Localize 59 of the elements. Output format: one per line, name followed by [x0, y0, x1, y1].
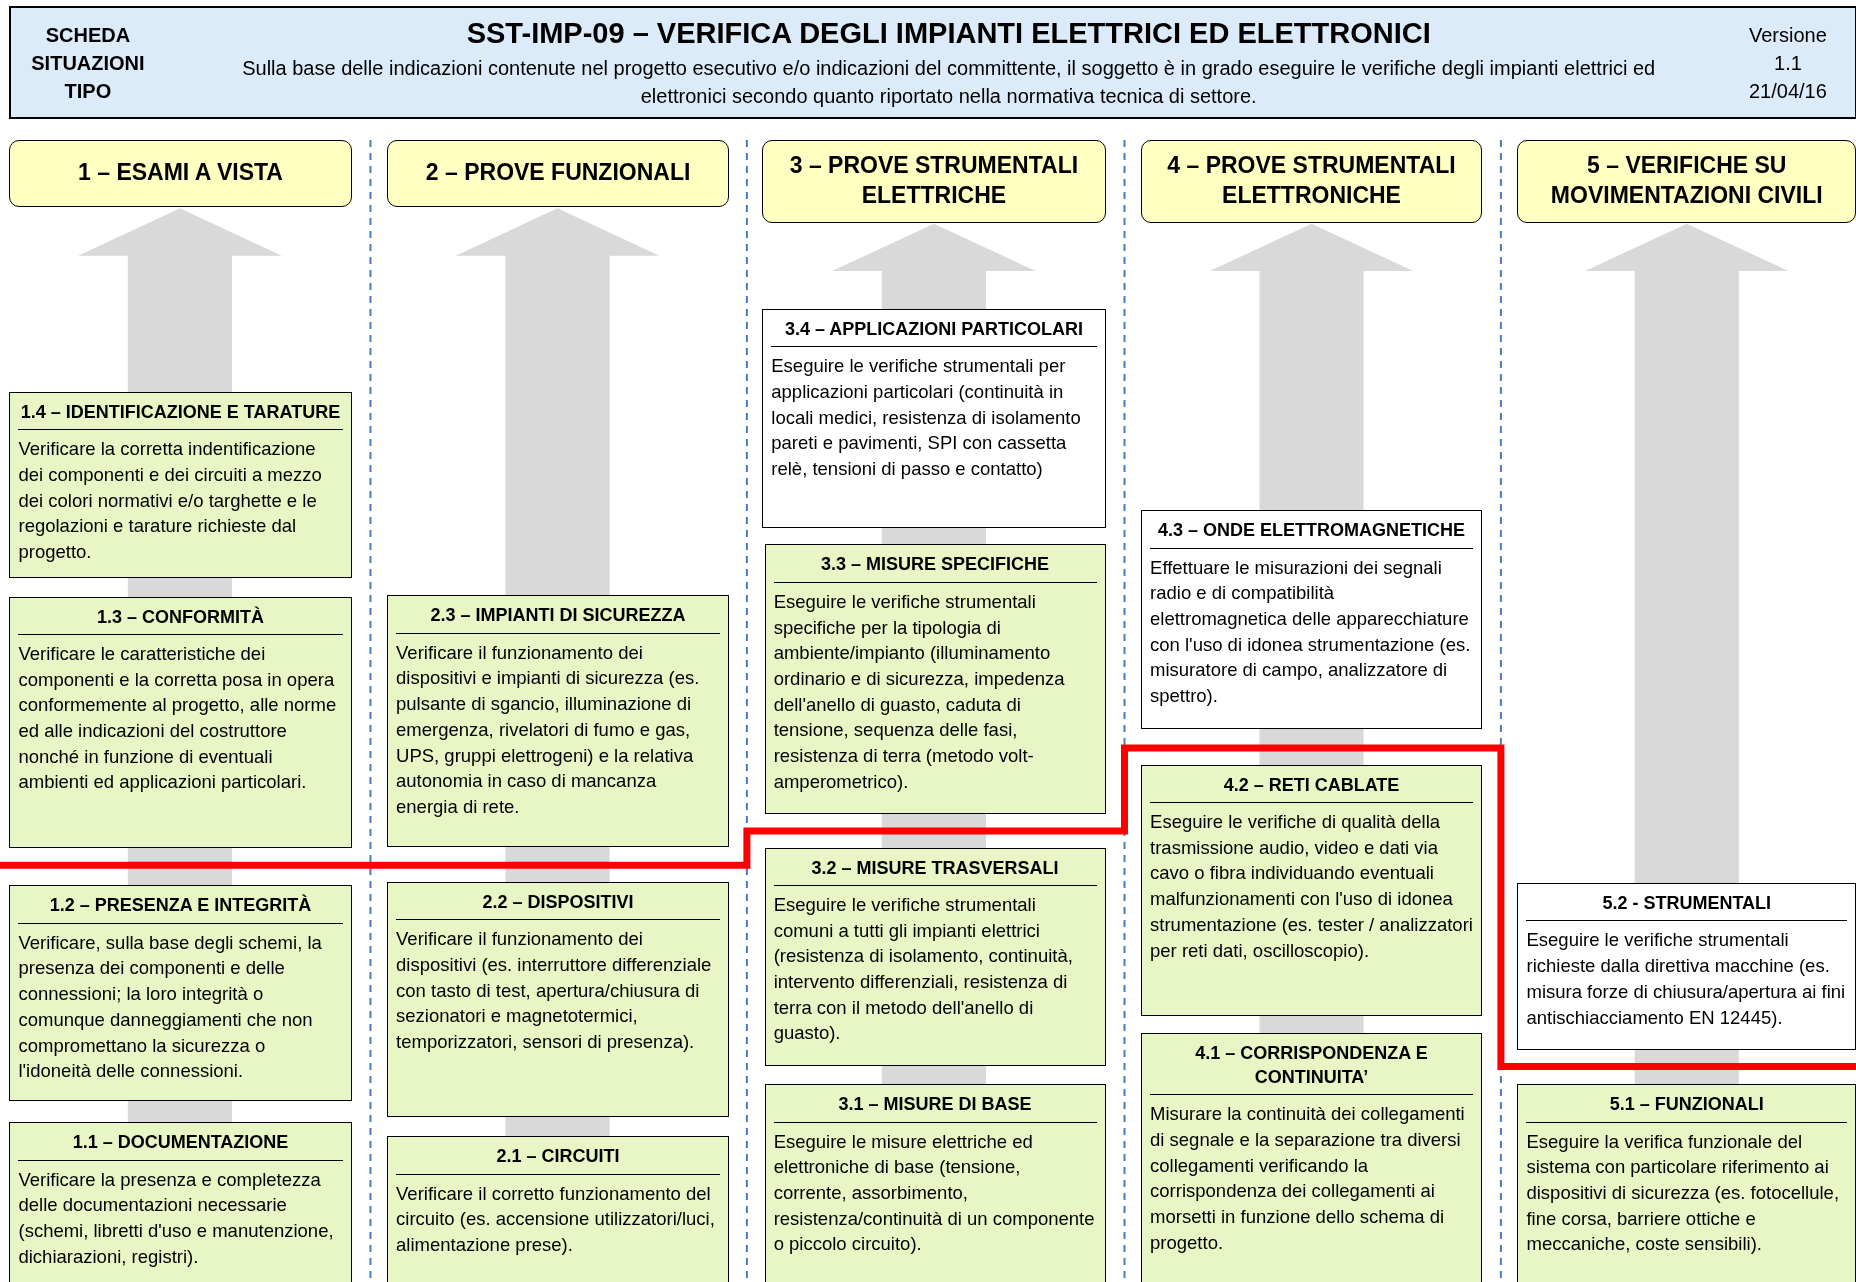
card-heading: 3.4 – APPLICAZIONI PARTICOLARI — [771, 315, 1097, 348]
card-text: Eseguire la verifica funzionale del sistema con particolare riferimento ai dispositivi di sicurezza (es. fotocellule, fine corsa, barriere ottiche e meccaniche, coste sensibili). — [1526, 1129, 1841, 1257]
phase-header: 1 – ESAMI A VISTA — [9, 139, 352, 208]
card-heading: 1.4 – IDENTIFICAZIONE E TARATURE — [18, 398, 343, 431]
node-box — [764, 847, 1106, 1067]
node-box — [387, 881, 730, 1118]
card-text: Eseguire le misure elettriche ed elettroniche di base (tensione, corrente, assorbimento, resistenza/continuità di un componente o piccolo circuito). — [773, 1129, 1096, 1257]
node-box — [9, 391, 352, 578]
description-text: Sulla base delle indicazioni contenute nel progetto esecutivo e/o indicazioni del committente, il soggetto è in grado eseguire le verifiche degli impianti elettrici ed elettronici secondo quanto riportato nella normativa tecnica di settore. — [241, 55, 1657, 109]
sheet-type-label: SCHEDA SITUAZIONI TIPO — [30, 22, 146, 104]
card-text: Verificare la corretta indentificazione dei componenti e dei circuiti a mezzo dei colori normativi e/o targhette e le regolazioni e tarature richieste dal progetto. — [18, 437, 323, 564]
card-text: Verificare il funzionamento dei dispositivi e impianti di sicurezza (es. pulsante di sgancio, illuminazione di emergenza, rivelatori di fumo e gas, UPS, gruppi elettrogeni) e la relativa autonomia in caso di mancanza energia di rete. — [396, 640, 701, 819]
card-heading: 3.1 – MISURE DI BASE — [773, 1091, 1097, 1123]
card-text: Misurare la continuità dei collegamenti di segnale e la separazione tra diversi collegamenti verificando la corrispondenza dei collegamenti ai morsetti in funzione dello schema di progetto. — [1150, 1102, 1466, 1255]
title: SST-IMP-09 – VERIFICA DEGLI IMPIANTI ELETTRICI ED ELETTRONICI — [466, 16, 1431, 50]
card-heading: 4.3 – ONDE ELETTROMAGNETICHE — [1150, 517, 1473, 549]
card-text: Verificare la presenza e completezza delle documentazioni necessarie (schemi, libretti d'uso e manutenzione, dichiarazioni, registri). — [18, 1167, 335, 1269]
card-text: Verificare, sulla base degli schemi, la presenza dei componenti e delle connessioni; la loro integrità o comunque danneggiamenti che non compromettano la sicurezza o l'idoneità delle connessioni. — [18, 930, 323, 1084]
node-box — [1141, 1033, 1482, 1282]
node-box — [9, 1122, 352, 1282]
card-heading: 3.2 – MISURE TRASVERSALI — [773, 854, 1097, 886]
node-box — [1141, 510, 1482, 730]
card-heading: 3.3 – MISURE SPECIFICHE — [773, 551, 1097, 583]
card-text: Verificare le caratteristiche dei componenti e la corretta posa in opera conformemente al progetto, alle norme ed alle indicazioni del costruttore nonché in funzione di eventuali ambienti ed applicazioni particolari. — [18, 641, 338, 795]
phase-header: 2 – PROVE FUNZIONALI — [387, 139, 730, 208]
node-box — [387, 1136, 730, 1282]
card-heading: 2.1 – CIRCUITI — [396, 1143, 721, 1175]
node-box — [9, 885, 352, 1101]
card-heading: 4.1 – CORRISPONDENZA E CONTINUITA’ — [1150, 1040, 1473, 1096]
version-number: 1.1 — [1774, 50, 1802, 76]
card-text: Eseguire le verifiche di qualità della trasmissione audio, video e dati via cavo o fibra individuando eventuali malfunzionamenti con l'uso di idonea strumentazione (es. tester / analizzatori per reti dati, oscilloscopio). — [1150, 810, 1473, 963]
node-box — [1517, 1084, 1856, 1282]
card-text: Eseguire le verifiche strumentali per applicazioni particolari (continuità in locali medici, resistenza di isolamento pareti e pavimenti, SPI con cassetta relè, tensioni di passo e contatto) — [771, 354, 1082, 482]
node-box — [387, 595, 730, 848]
card-text: Verificare il funzionamento dei dispositivi (es. interruttore differenziale con tasto di test, apertura/chiusura di sezionatori e magnetotermici, temporizzatori, sensori di presenza). — [396, 927, 713, 1055]
card-heading: 4.2 – RETI CABLATE — [1150, 771, 1473, 804]
card-heading: 5.2 - STRUMENTALI — [1526, 890, 1847, 922]
date-label: 21/04/16 — [1749, 78, 1827, 104]
card-heading: 1.2 – PRESENZA E INTEGRITÀ — [18, 892, 343, 924]
card-heading: 1.3 – CONFORMITÀ — [18, 603, 343, 635]
card-text: Verificare il corretto funzionamento del circuito (es. accensione utilizzatori/luci, alimentazione prese). — [396, 1181, 716, 1258]
node-box — [764, 1084, 1106, 1282]
card-text: Effettuare le misurazioni dei segnali radio e di compatibilità elettromagnetica delle apparecchiature con l'uso di idonea strumentazione (es. misuratore di campo, analizzatore di spettro). — [1150, 555, 1472, 709]
phase-header: 5 – VERIFICHE SU MOVIMENTAZIONI CIVILI — [1517, 139, 1856, 223]
node-box — [1517, 883, 1856, 1050]
phase-header: 4 – PROVE STRUMENTALI ELETTRONICHE — [1141, 139, 1482, 223]
card-text: Eseguire le verifiche strumentali specifiche per la tipologia di ambiente/impianto (illuminamento ordinario e di sicurezza, impedenza dell'anello di guasto, caduta di tensione, sequenza delle fasi, resistenza di terra (metodo volt-amperometrico). — [773, 589, 1066, 794]
node-box — [764, 544, 1106, 815]
card-heading: 5.1 – FUNZIONALI — [1526, 1091, 1847, 1123]
node-box — [1141, 764, 1482, 1016]
phase-header: 3 – PROVE STRUMENTALI ELETTRICHE — [762, 139, 1106, 223]
card-heading: 2.3 – IMPIANTI DI SICUREZZA — [396, 602, 721, 634]
version-label: Versione — [1749, 22, 1827, 48]
card-heading: 1.1 – DOCUMENTAZIONE — [18, 1129, 343, 1161]
node-box — [762, 308, 1106, 528]
card-text: Eseguire le verifiche strumentali richieste dalla direttiva macchine (es. misura forze di chiusura/apertura ai fini antischiacciamento EN 12445). — [1526, 928, 1847, 1030]
node-box — [9, 596, 352, 848]
card-heading: 2.2 – DISPOSITIVI — [396, 888, 721, 921]
card-text: Eseguire le verifiche strumentali comuni a tutti gli impianti elettrici (resistenza di isolamento, continuità, intervento differenziali, resistenza di terra con il metodo dell'anello di guasto). — [773, 892, 1074, 1046]
